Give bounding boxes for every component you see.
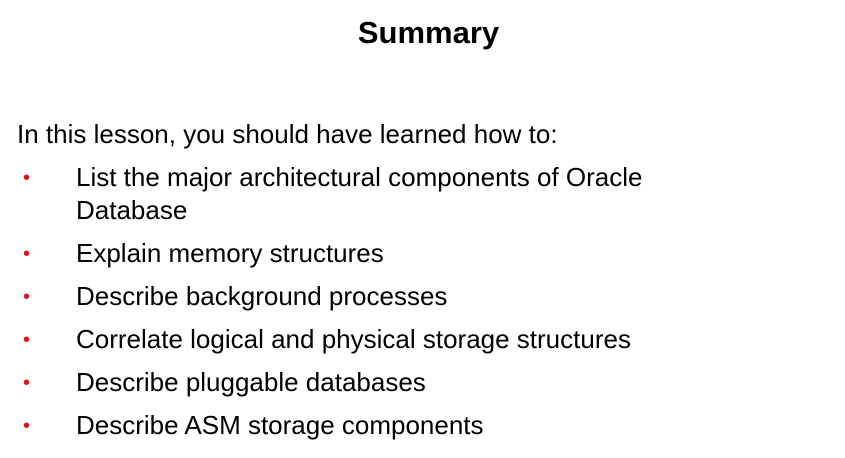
bullet-icon: • [23, 243, 31, 265]
list-item-text: Describe ASM storage components [76, 410, 484, 440]
list-item-text: Explain memory structures [76, 238, 384, 268]
list-item: • List the major architectural component… [0, 161, 845, 227]
list-item-text: Describe background processes [76, 281, 448, 311]
slide-intro: In this lesson, you should have learned … [17, 119, 558, 149]
bullet-icon: • [23, 415, 31, 437]
bullet-icon: • [23, 372, 31, 394]
list-item: • Describe background processes [0, 280, 845, 313]
bullet-icon: • [23, 167, 31, 189]
bullet-icon: • [23, 329, 31, 351]
list-item: • Describe ASM storage components [0, 409, 845, 442]
list-item-text: Describe pluggable databases [76, 367, 426, 397]
list-item: • Correlate logical and physical storage… [0, 323, 845, 356]
list-item-text: Correlate logical and physical storage s… [76, 324, 631, 354]
slide-title: Summary [357, 15, 500, 50]
bullet-icon: • [23, 286, 31, 308]
bullet-list: • List the major architectural component… [0, 161, 845, 452]
list-item: • Describe pluggable databases [0, 366, 845, 399]
list-item-text: List the major architectural components … [76, 162, 643, 225]
list-item: • Explain memory structures [0, 237, 845, 270]
